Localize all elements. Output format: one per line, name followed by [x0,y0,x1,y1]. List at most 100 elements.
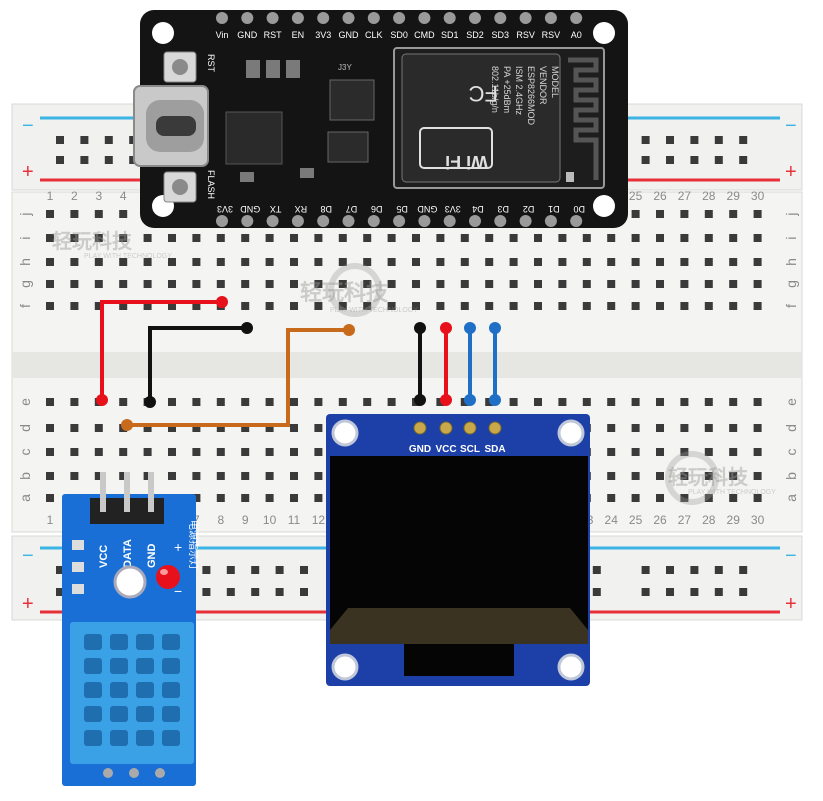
esp-pin-label: GND [339,30,360,40]
hole [656,494,664,502]
header-pin [519,215,532,227]
fc-mark: FC [469,81,498,106]
esp-pin-label: RSV [516,30,535,40]
top-rail-minus-right: − [785,115,797,137]
hole [338,258,347,266]
row-letter: h [17,258,33,266]
oled-header-pins [413,421,502,435]
esp-pin-label: EN [292,30,305,40]
hole [168,472,176,480]
hole [192,424,201,432]
hole [216,258,225,266]
rail-hole [202,566,211,574]
header-pin [544,12,557,24]
hole [265,424,274,432]
header-pin [291,12,304,24]
header-pin [393,12,406,24]
hole [680,234,689,242]
hole [485,280,494,288]
dht-pin-label: VCC [98,545,110,568]
hole [241,280,250,288]
oled-pin-label: VCC [435,444,456,455]
hole [656,258,664,266]
column-number: 29 [727,189,741,203]
hole [607,424,616,432]
hole [753,280,762,288]
wire-red-vcc-dht [100,300,222,398]
hole [704,424,713,432]
row-letter: b [783,472,799,480]
grille-slot [162,682,180,698]
hole [412,302,420,310]
hole [70,424,79,432]
column-number: 30 [751,513,765,527]
hole [119,302,128,310]
hole [753,472,762,480]
oled-pin [463,421,477,435]
hole [168,280,176,288]
grille-slot [110,658,128,674]
column-number: 28 [702,513,716,527]
hole [192,398,201,406]
esp-pin-label: CMD [414,30,435,40]
column-number: 8 [217,513,224,527]
hole [70,398,79,406]
hole [241,398,250,406]
esp-pin-label: D2 [523,204,535,214]
watermark-1: 轻玩科技 PLAY WITH TECHNOLOGY [52,229,172,260]
wire-black-gnd-dht [148,326,247,400]
header-pin [266,12,279,24]
bottom-rail-plus-left: + [22,593,34,615]
esp-pin-label: RX [295,204,308,214]
hole [485,258,494,266]
column-number: 29 [727,513,741,527]
hole [460,302,469,310]
row-letter: a [783,494,799,502]
hole [509,302,518,310]
hole [534,234,542,242]
hole [729,210,738,218]
hole [119,234,128,242]
header-pin [317,12,330,24]
grille-slot [84,706,102,722]
column-number: 25 [629,189,643,203]
header-pin [367,215,380,227]
rail-hole [592,588,601,596]
module-text-line: PA +25dBm [502,66,512,113]
hole [46,494,54,502]
hole [94,280,103,288]
esp-pin-label: RST [264,30,283,40]
hole [168,424,176,432]
esp-pin-label: Vin [216,30,229,40]
column-number: 11 [288,513,301,527]
hole [509,234,518,242]
rail-hole [690,136,699,144]
column-number: 24 [605,513,619,527]
hole [314,494,323,502]
dht-grille [84,634,180,746]
hole [241,302,250,310]
hole [70,472,79,480]
rail-hole [666,566,674,574]
dht-plus: + [174,539,182,555]
hole [94,210,103,218]
hole [387,234,396,242]
esp-bottom-header [216,215,583,227]
svg-text:轻玩科技: 轻玩科技 [668,465,749,489]
hole [46,302,54,310]
header-pin [393,215,406,227]
hole [607,280,616,288]
grille-slot [84,730,102,746]
rail-hole [714,136,723,144]
hole [241,424,250,432]
hole [607,258,616,266]
hole [753,448,762,456]
header-pin [291,215,304,227]
grille-slot [84,658,102,674]
rail-hole [739,136,748,144]
esp-pin-label: SD3 [492,30,510,40]
